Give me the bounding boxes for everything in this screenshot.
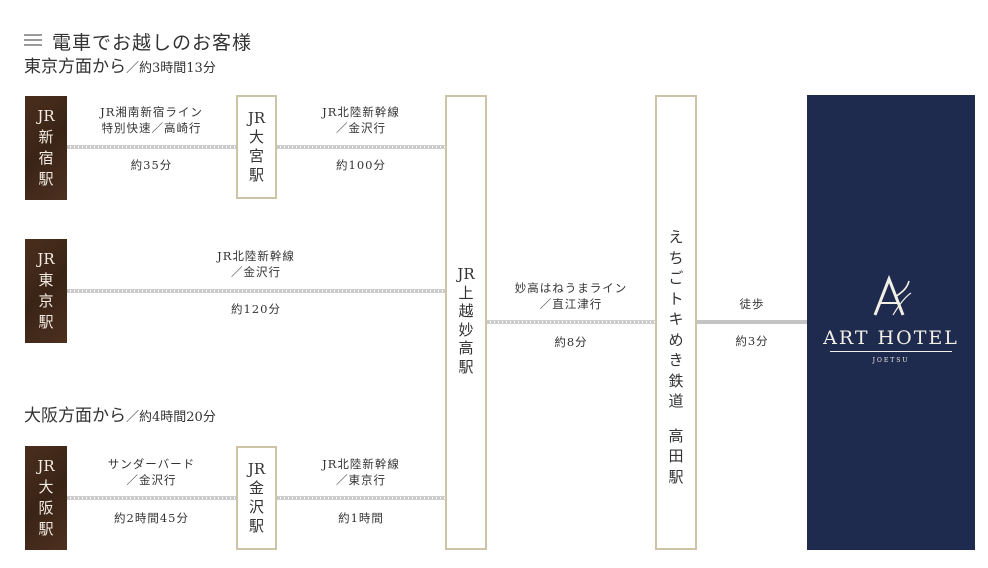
walk-line [697, 320, 807, 324]
tokyo-route-time: ／約3時間13分 [126, 61, 216, 76]
rail-line [277, 496, 445, 500]
station-char: 田 [668, 447, 684, 465]
osaka-route-label: 大阪方面から [24, 406, 126, 426]
segment-label: JR北陸新幹線 ／金沢行 [277, 104, 445, 136]
station-shinjuku: JR 新宿駅 [25, 96, 67, 200]
station-char: ト [668, 289, 684, 308]
station-char: キ [668, 310, 684, 328]
station-char: 阪 [38, 499, 54, 517]
segment-line-name: 妙高はねうまライン [514, 281, 628, 295]
segment-label: サンダーバード ／金沢行 [67, 456, 236, 488]
station-char: 新 [38, 128, 54, 146]
station-char: 駅 [248, 166, 264, 184]
walk-label: 徒歩 [739, 297, 765, 311]
segment-line-detail: ／金沢行 [231, 265, 281, 279]
segment-line-detail: ／直江津行 [539, 297, 603, 311]
segment-time: 約1時間 [338, 511, 384, 525]
station-char: ご [668, 269, 684, 287]
osaka-route-heading: 大阪方面から／約4時間20分 [24, 401, 216, 426]
station-char: JR [37, 457, 55, 475]
segment-time: 約2時間45分 [114, 511, 189, 525]
station-char: 駅 [458, 357, 474, 376]
station-char: JR [37, 250, 55, 268]
station-char: 妙 [458, 320, 474, 339]
station-osaka: JR 大阪駅 [25, 446, 67, 550]
station-char: JR [457, 265, 475, 283]
station-char: 大 [38, 478, 54, 496]
segment-line-name: サンダーバード [107, 457, 196, 471]
tokyo-route-heading: 東京方面から／約3時間13分 [24, 52, 216, 77]
station-tokyo: JR 東京駅 [25, 239, 67, 343]
station-char: め [668, 330, 684, 349]
station-char: 駅 [38, 170, 54, 188]
art-hotel-logo-icon [873, 275, 912, 316]
menu-lines-icon [24, 34, 42, 47]
segment-line-detail: ／金沢行 [336, 121, 386, 135]
station-char: え [668, 228, 684, 246]
segment-time: 約8分 [554, 335, 588, 349]
station-char: 駅 [668, 467, 684, 486]
segment-time: 約35分 [130, 158, 173, 172]
hotel-divider [830, 351, 952, 352]
station-char: 高 [668, 426, 684, 445]
station-char: 道 [668, 392, 684, 410]
station-char: 宮 [248, 147, 264, 165]
station-char: 駅 [38, 520, 54, 538]
segment-time: 約100分 [336, 158, 386, 172]
rail-line [67, 496, 236, 500]
rail-line [67, 145, 236, 149]
segment-label: JR北陸新幹線 ／東京行 [277, 456, 445, 488]
page-title: 電車でお越しのお客様 [52, 32, 253, 54]
rail-line [67, 289, 445, 293]
station-char: 京 [38, 292, 54, 310]
segment-line-detail: ／金沢行 [126, 473, 177, 487]
station-char: ち [668, 248, 684, 267]
station-char: 駅 [248, 517, 264, 535]
station-char: 越 [458, 302, 474, 320]
rail-line [487, 320, 655, 324]
station-char: 大 [248, 128, 264, 146]
station-char: JR [247, 460, 266, 478]
segment-line-name: JR北陸新幹線 [322, 105, 400, 119]
segment-line-detail: 特別快速／高崎行 [101, 121, 202, 135]
tokyo-route-label: 東京方面から [24, 57, 126, 77]
segment-line-name: JR北陸新幹線 [322, 457, 400, 471]
station-char: 東 [38, 271, 54, 289]
station-char: 上 [458, 283, 474, 302]
segment-label: JR湘南新宿ライン 特別快速／高崎行 [67, 104, 236, 136]
station-char: JR [247, 109, 266, 127]
station-takada: えちごトキめき鉄道高田駅 [655, 95, 697, 550]
osaka-route-time: ／約4時間20分 [126, 410, 216, 425]
segment-time: 約120分 [231, 302, 281, 316]
segment-line-name: JR北陸新幹線 [217, 249, 295, 263]
station-char: 駅 [38, 313, 54, 331]
segment-line-detail: ／東京行 [336, 473, 386, 487]
station-char: 金 [248, 479, 264, 497]
hotel-destination: ART HOTEL JOETSU [807, 95, 975, 550]
station-char: 宿 [38, 149, 54, 167]
segment-label: JR北陸新幹線 ／金沢行 [67, 248, 445, 280]
segment-label: 妙高はねうまライン ／直江津行 [487, 280, 655, 312]
segment-line-name: JR湘南新宿ライン [100, 105, 203, 119]
station-char: き [668, 351, 684, 369]
rail-line [277, 145, 445, 149]
station-char: JR [37, 107, 55, 125]
hotel-name: ART HOTEL [823, 327, 959, 349]
station-char: 沢 [248, 498, 264, 516]
hotel-location: JOETSU [872, 357, 910, 364]
station-char: 鉄 [668, 371, 684, 390]
segment-time: 約3分 [735, 334, 769, 348]
station-char: 高 [458, 339, 474, 357]
